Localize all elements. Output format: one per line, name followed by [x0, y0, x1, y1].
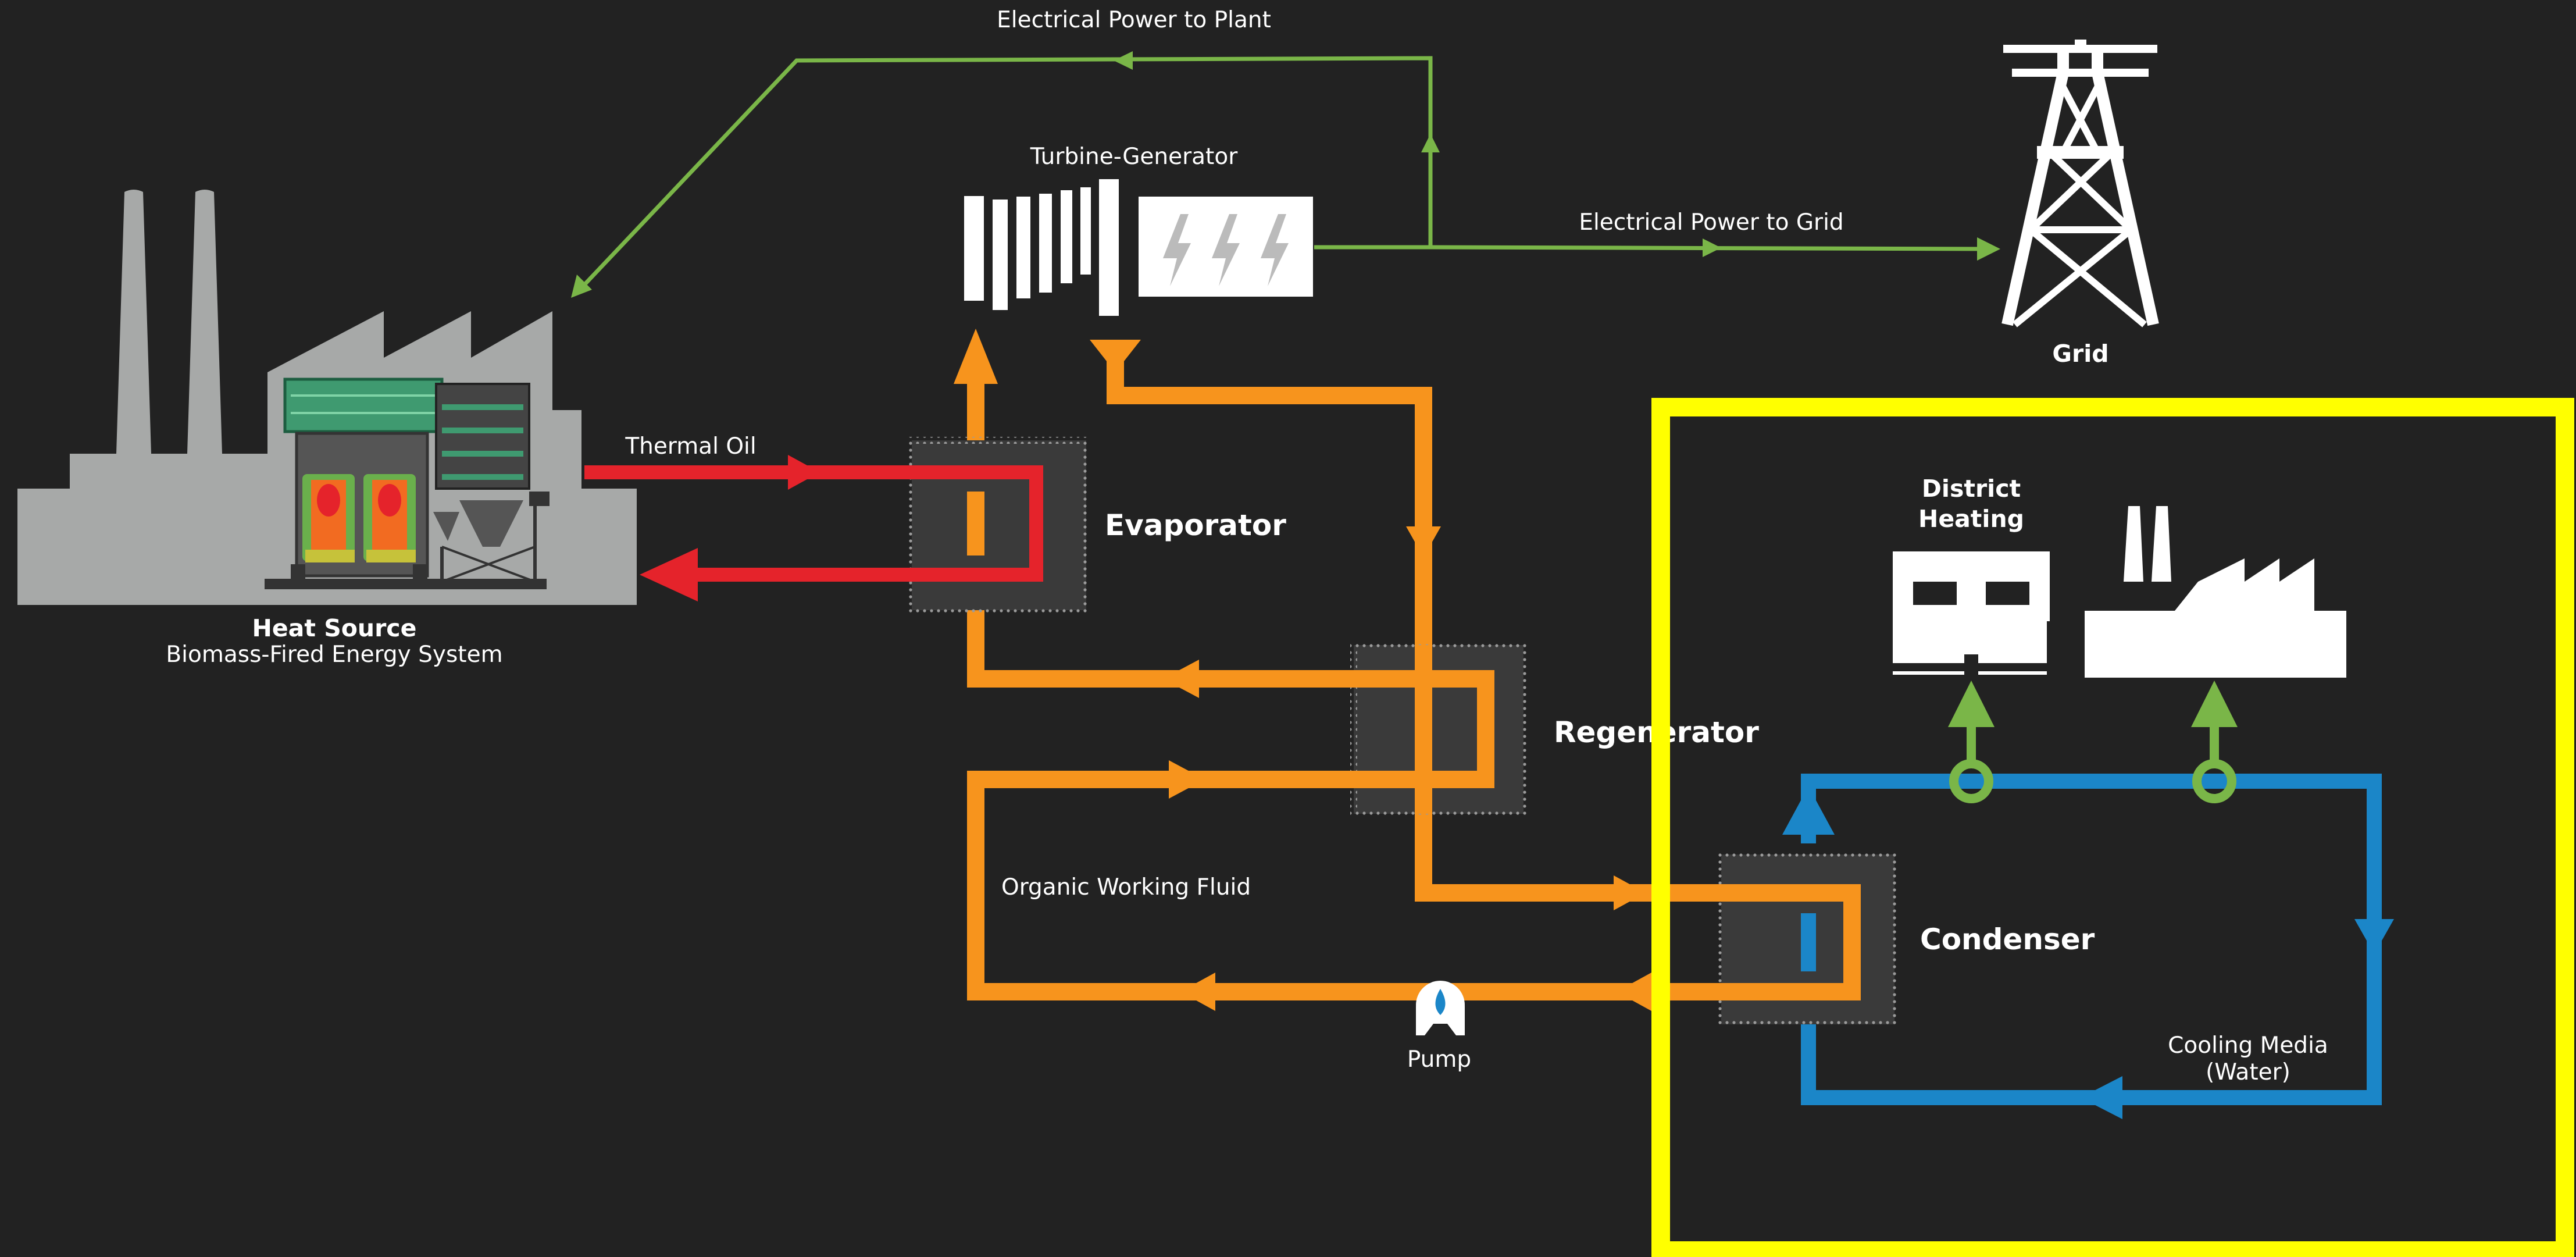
label-grid: Grid [2052, 340, 2108, 368]
heat-source-subtitle: Biomass-Fired Energy System [166, 642, 502, 668]
district-heating-building-icon [1893, 551, 2050, 681]
label-evaporator: Evaporator [1105, 508, 1286, 542]
condenser [1675, 851, 1898, 1028]
heat-arrow [2191, 681, 2238, 727]
regenerator [1343, 642, 1527, 817]
label-pump: Pump [1407, 1046, 1471, 1073]
lightning-bolt-icon [1163, 214, 1191, 286]
heat-source-title: Heat Source [252, 614, 417, 642]
label-organic-working-fluid: Organic Working Fluid [1001, 874, 1251, 900]
pump-icon [1416, 981, 1465, 1035]
lightning-bolt-icon [1212, 214, 1240, 286]
transmission-tower-icon [2001, 40, 2159, 327]
biomass-plant-icon [17, 190, 637, 605]
label-turbine-generator: Turbine-Generator [1030, 144, 1238, 170]
cooling-media-label-line1: Cooling Media [2168, 1032, 2328, 1059]
generator-icon [1139, 197, 1313, 297]
highlight-box [1651, 398, 2574, 1257]
district-heating-label-line1: District [1922, 475, 2021, 503]
thermal-oil-flow-arrows [640, 455, 820, 601]
working-fluid-flow-arrows [954, 329, 1651, 1011]
district-heating-label-line2: Heating [1918, 505, 2024, 533]
cooling-water-flow-arrows [1782, 786, 2394, 1119]
lightning-bolt-icon [1261, 214, 1289, 286]
label-condenser: Condenser [1920, 923, 2095, 956]
label-thermal-oil: Thermal Oil [625, 433, 756, 460]
cooling-media-label-line2: (Water) [2206, 1059, 2290, 1085]
turbine-icon [964, 179, 1119, 316]
electrical-flow-arrows [571, 51, 2000, 298]
evaporator [904, 437, 1090, 614]
label-electrical-power-to-grid: Electrical Power to Grid [1579, 209, 1843, 236]
factory-icon [2085, 506, 2346, 678]
label-electrical-power-to-plant: Electrical Power to Plant [997, 7, 1271, 33]
heat-arrow [1948, 681, 1995, 727]
